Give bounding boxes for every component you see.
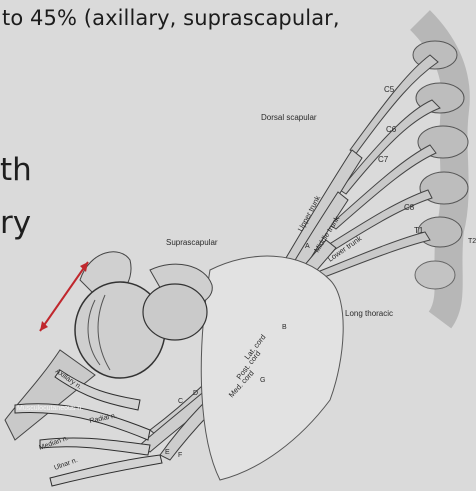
label-letter-e: E bbox=[165, 449, 170, 456]
label-t2: T2 bbox=[468, 238, 476, 245]
label-letter-c: C bbox=[178, 398, 183, 405]
label-letter-g: G bbox=[260, 377, 265, 384]
label-letter-b: B bbox=[282, 324, 287, 331]
label-ulnar: Ulnar n. bbox=[53, 457, 78, 472]
label-musculocutaneous: Musculocutaneous n. bbox=[17, 405, 83, 412]
label-suprascapular: Suprascapular bbox=[166, 238, 218, 247]
label-letter-a: A bbox=[305, 243, 310, 250]
label-t1: T1 bbox=[414, 226, 424, 235]
label-c8: C8 bbox=[404, 203, 415, 212]
label-c6: C6 bbox=[386, 125, 397, 134]
label-letter-f: F bbox=[178, 452, 182, 459]
label-letter-d: D bbox=[193, 390, 198, 397]
label-dorsal-scapular: Dorsal scapular bbox=[261, 113, 317, 122]
label-long-thoracic: Long thoracic bbox=[345, 309, 393, 318]
label-c5: C5 bbox=[384, 85, 395, 94]
label-c7: C7 bbox=[378, 155, 389, 164]
